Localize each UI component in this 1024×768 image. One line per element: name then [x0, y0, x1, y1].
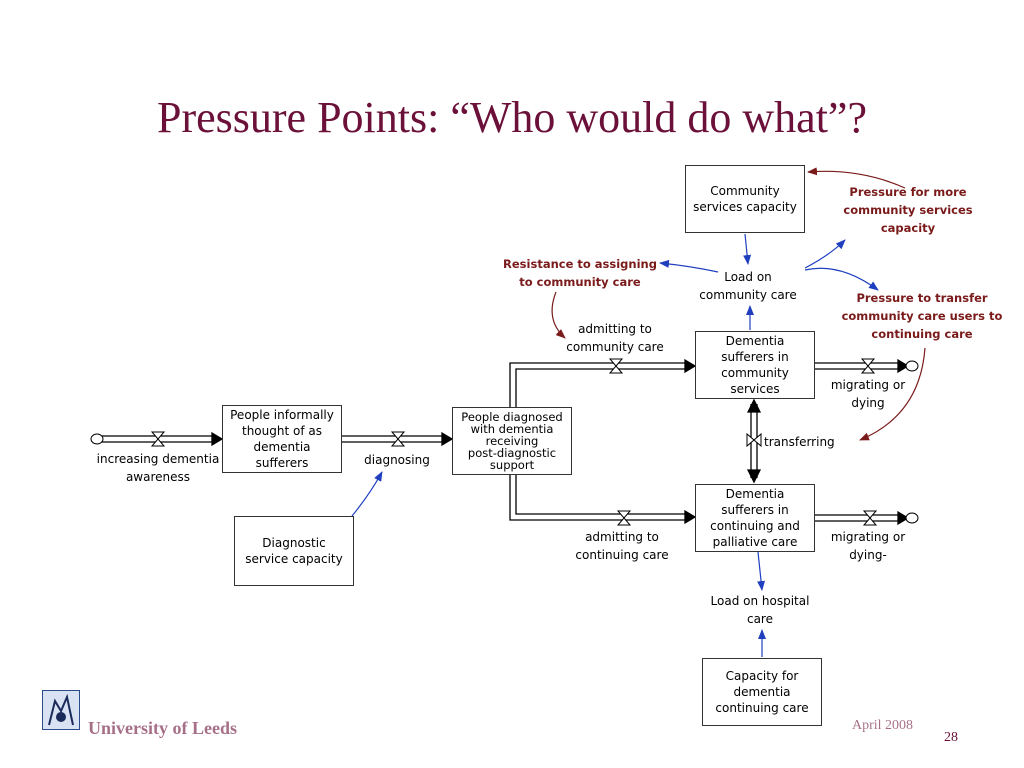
flow-label-migrating-2: migrating or dying-: [830, 530, 906, 562]
pressure-label-more-capacity: Pressure for more community services cap…: [843, 185, 973, 235]
stock-people-diagnosed: People diagnosed with dementia receiving…: [452, 407, 572, 475]
pressure-arrow-more-capacity: [807, 167, 906, 189]
pressure-label-transfer: Pressure to transfer community care user…: [841, 291, 1003, 341]
flow-pipe-migrating-2: [815, 510, 910, 526]
flow-pipe-migrating-1: [815, 358, 910, 374]
flow-pipe-admitting-community: [509, 358, 697, 408]
slide-title: Pressure Points: “Who would do what”?: [157, 93, 867, 142]
variable-load-community: Load on community care: [699, 270, 797, 302]
stock-capacity-continuing: Capacity for dementia continuing care: [702, 658, 822, 726]
valve-icon: [150, 358, 878, 526]
stock-people-informally: People informally thought of as dementia…: [222, 405, 342, 473]
stock-dementia-community: Dementia sufferers in community services: [695, 331, 815, 399]
flow-label-increasing-awareness: increasing dementia awareness: [96, 452, 220, 484]
university-logo-icon: [42, 690, 80, 730]
stock-diagnostic-capacity: Diagnostic service capacity: [234, 516, 354, 586]
info-arrow-diagnostic-to-diagnosing: [351, 471, 383, 517]
variable-load-hospital: Load on hospital care: [710, 594, 810, 626]
flow-label-migrating-1: migrating or dying: [830, 378, 906, 410]
info-arrow-load-to-resistance: [659, 259, 719, 273]
pressure-arrow-resistance: [551, 291, 566, 339]
cloud-icon: [90, 360, 919, 524]
flow-label-transferring: transferring: [764, 435, 835, 449]
stock-dementia-continuing: Dementia sufferers in continuing and pal…: [695, 484, 815, 552]
info-arrow-continuing-to-hospital: [757, 551, 766, 591]
info-arrow-load-to-transfer: [804, 267, 879, 291]
flow-pipe-admitting-continuing: [509, 475, 697, 525]
footer-institution: University of Leeds: [88, 718, 237, 738]
stock-community-services-capacity: Community services capacity: [685, 165, 805, 233]
pressure-label-resistance: Resistance to assigning to community car…: [503, 257, 657, 289]
info-arrow-capacity-to-load: [743, 233, 752, 265]
flow-label-admitting-continuing: admitting to continuing care: [575, 530, 669, 562]
footer-date: April 2008: [852, 718, 914, 733]
info-arrow-load-to-more-capacity: [804, 239, 846, 269]
flow-label-admitting-community: admitting to community care: [566, 322, 664, 354]
flow-pipe-diagnosing: [342, 431, 454, 447]
page-number: 28: [944, 730, 958, 745]
pressure-arrow-transfer: [859, 347, 926, 441]
flow-label-diagnosing: diagnosing: [364, 453, 430, 467]
